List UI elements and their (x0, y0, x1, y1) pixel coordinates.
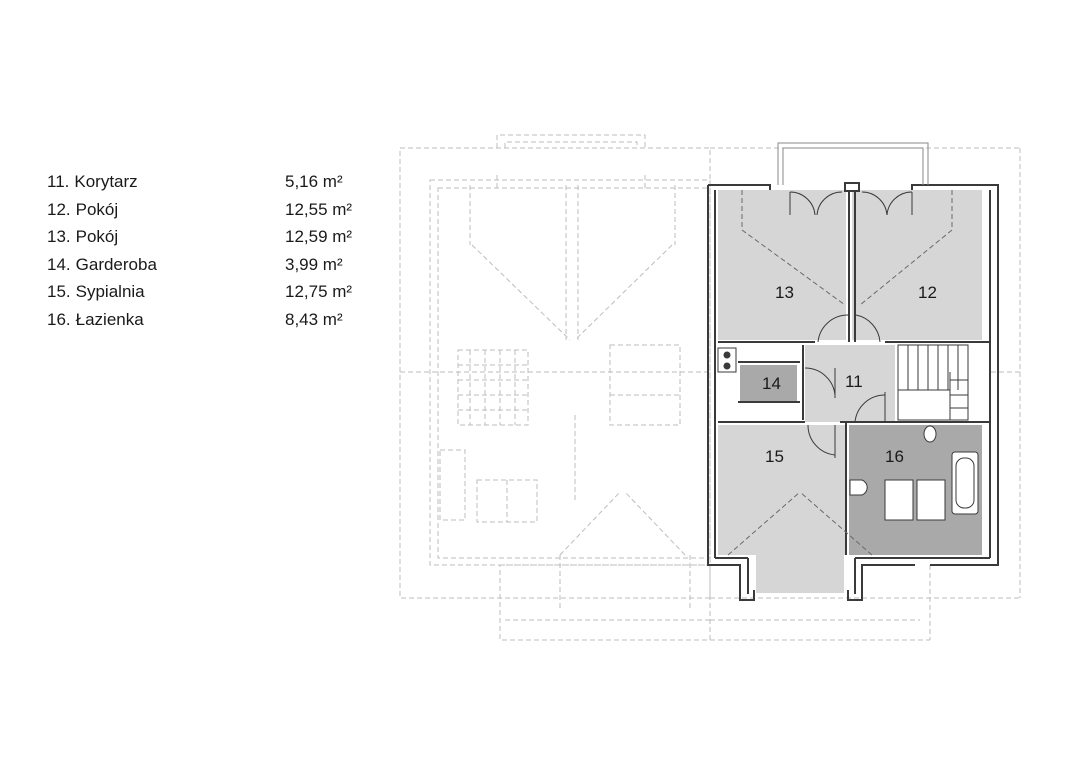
legend-number: 11. (47, 172, 70, 191)
room-label-12: 12 (918, 283, 937, 302)
legend-row-12: 12.Pokój 12,55 m² (47, 196, 407, 224)
legend-row-14: 14.Garderoba 3,99 m² (47, 251, 407, 279)
floor-fills (718, 190, 982, 593)
legend-room-area: 12,55 m² (285, 199, 353, 219)
legend-room-name: Pokój (75, 199, 119, 219)
roof-lines (727, 190, 953, 556)
legend-number: 14. (47, 254, 71, 274)
bathtub-inner-icon (955, 457, 975, 509)
legend-row-16: 16.Łazienka 8,43 m² (47, 306, 407, 334)
floor-room-11 (805, 345, 895, 422)
legend-room-name: Sypialnia (75, 282, 145, 301)
floor-room-12 (852, 190, 982, 340)
legend-room-name: Pokój (75, 227, 119, 246)
legend-number: 13. (47, 227, 71, 246)
ghost-plan-left (399, 134, 711, 641)
floor-room-15-bay (756, 555, 844, 593)
legend-room-name: Łazienka (75, 309, 144, 329)
bidet-icon (849, 479, 868, 496)
legend-room-name: Korytarz (74, 172, 138, 191)
legend-number: 12. (47, 199, 71, 219)
legend-row-11: 11.Korytarz 5,16 m² (47, 168, 407, 196)
sink-left-icon (884, 479, 914, 521)
legend-room-area: 8,43 m² (285, 309, 343, 329)
legend-room-area: 12,59 m² (285, 227, 353, 246)
walls (707, 182, 999, 601)
door-swings (789, 191, 913, 458)
floor-room-14 (740, 365, 797, 402)
toilet-icon (923, 425, 937, 443)
floor-room-13 (718, 190, 846, 340)
room-label-13: 13 (775, 283, 794, 302)
room-label-14: 14 (762, 374, 781, 393)
bathroom-fixtures (717, 347, 979, 521)
room-label-16: 16 (885, 447, 904, 466)
legend-row-15: 15.Sypialnia 12,75 m² (47, 278, 407, 306)
boiler-icon (717, 347, 737, 373)
legend-row-13: 13.Pokój 12,59 m² (47, 223, 407, 251)
legend-number: 15. (47, 282, 71, 301)
legend-number: 16. (47, 309, 71, 329)
room-legend: 11.Korytarz 5,16 m² 12.Pokój 12,55 m² 13… (47, 168, 407, 333)
legend-room-area: 12,75 m² (285, 282, 353, 301)
balcony (777, 142, 929, 185)
legend-room-area: 5,16 m² (285, 172, 343, 191)
room-label-11: 11 (845, 372, 863, 391)
legend-room-name: Garderoba (75, 254, 157, 274)
stairs (897, 344, 969, 421)
room-label-15: 15 (765, 447, 784, 466)
legend-room-area: 3,99 m² (285, 254, 343, 274)
floor-room-15 (718, 425, 846, 555)
sink-right-icon (916, 479, 946, 521)
